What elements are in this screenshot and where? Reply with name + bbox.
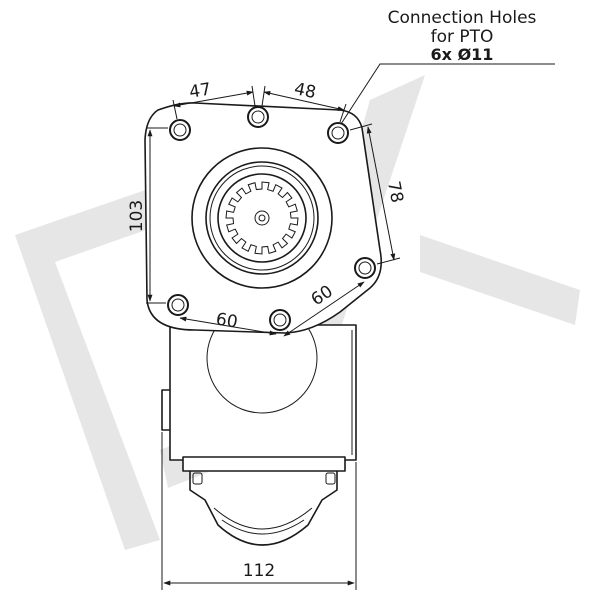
dim-bottom-left: 60 <box>215 309 240 332</box>
dim-left: 103 <box>127 200 147 232</box>
pto-hole-1 <box>169 119 191 141</box>
pto-lower-housing <box>161 302 357 546</box>
dim-top-right: 48 <box>292 79 317 103</box>
pto-hole-5 <box>167 294 189 316</box>
pto-hole-4 <box>354 257 376 279</box>
callout-line-1: Connection Holes <box>388 8 537 28</box>
callout-line-3: 6x Ø11 <box>431 45 494 64</box>
pto-flange <box>144 102 383 334</box>
dim-right: 78 <box>383 180 407 205</box>
pto-hole-6 <box>269 309 291 331</box>
pto-hole-2 <box>247 106 269 128</box>
pto-shaft <box>191 147 333 289</box>
pto-hole-3 <box>327 122 349 144</box>
dimension-lines <box>146 63 555 590</box>
dim-top-left: 47 <box>188 79 213 102</box>
callout-line-2: for PTO <box>431 27 494 47</box>
dim-width: 112 <box>243 561 275 581</box>
shaft-spline <box>225 181 299 255</box>
